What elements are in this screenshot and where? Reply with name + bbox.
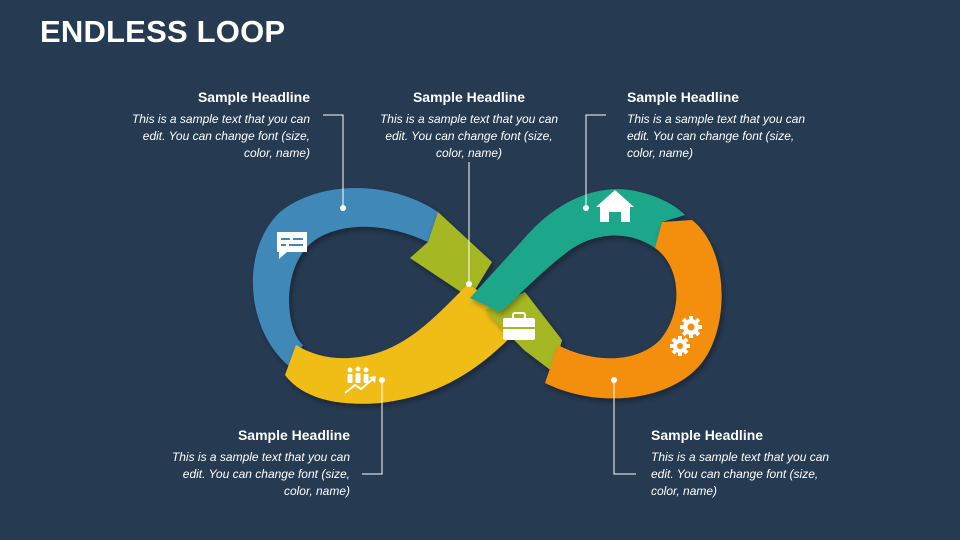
callout-top-right: Sample Headline This is a sample text th… [627, 89, 817, 162]
callout-headline: Sample Headline [651, 427, 764, 443]
connector-dots [340, 205, 617, 383]
callout-top-left: Sample Headline This is a sample text th… [120, 89, 310, 162]
gears-icon [670, 316, 702, 356]
loop-segment-teal [470, 189, 685, 312]
callout-bottom-left: Sample Headline This is a sample text th… [160, 427, 350, 500]
loop-segment-yellow [285, 284, 525, 404]
home-icon [596, 190, 634, 222]
callout-text: This is a sample text that you can edit.… [651, 450, 830, 498]
callout-top-center: Sample Headline This is a sample text th… [374, 89, 564, 162]
callout-headline: Sample Headline [627, 89, 740, 105]
loop-segment-orange [545, 220, 722, 399]
callout-headline: Sample Headline [197, 89, 310, 105]
chat-icon [277, 232, 307, 259]
loop-segment-lime-upper [410, 212, 492, 298]
callout-text: This is a sample text that you can edit.… [379, 112, 559, 160]
callout-headline: Sample Headline [237, 427, 350, 443]
team-growth-icon [344, 366, 376, 394]
callout-text: This is a sample text that you can edit.… [171, 450, 350, 498]
briefcase-icon [503, 312, 535, 340]
callout-connectors [323, 114, 636, 475]
callout-headline: Sample Headline [412, 89, 526, 105]
callout-text: This is a sample text that you can edit.… [627, 112, 806, 160]
page-title: ENDLESS LOOP [40, 14, 286, 49]
callout-bottom-right: Sample Headline This is a sample text th… [651, 427, 841, 500]
callout-text: This is a sample text that you can edit.… [131, 112, 310, 160]
